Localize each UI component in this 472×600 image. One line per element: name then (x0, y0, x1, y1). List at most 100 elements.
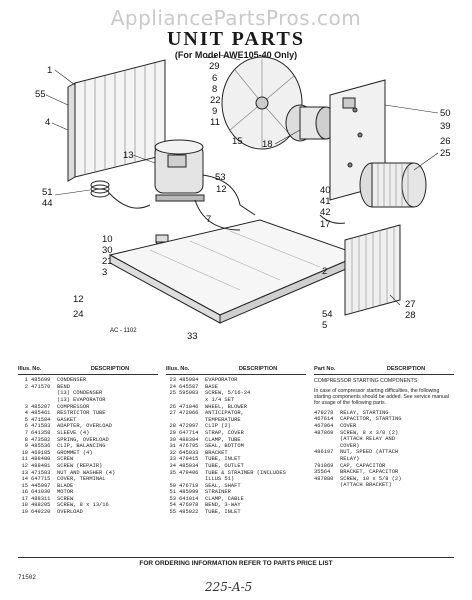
tubing (194, 174, 346, 231)
parts-row: (13) EVAPORATOR (18, 397, 158, 404)
part-number: 479278 (314, 409, 334, 416)
callout-40: 40 (320, 185, 331, 196)
illus-number: 15 (21, 482, 28, 489)
part-number (179, 397, 205, 404)
callout-28: 28 (405, 310, 416, 321)
callout-26: 26 (440, 136, 451, 147)
illus-number: 50 (169, 482, 176, 489)
part-description: (13) CONDENSER (57, 390, 103, 397)
part-description: (ATTACH RELAY AND (340, 436, 395, 443)
part-number: 479406 (179, 469, 199, 476)
compressor (154, 139, 205, 202)
callout-12b: 12 (73, 294, 84, 305)
part-number: 488311 (31, 495, 51, 502)
condenser (67, 59, 166, 182)
illus-number: 32 (169, 449, 176, 456)
callout-39: 39 (440, 121, 451, 132)
illus-number: 18 (21, 502, 28, 509)
part-description: TUBE, INLET (205, 456, 241, 463)
part-number: 467614 (314, 416, 334, 423)
illus-number: 14 (21, 476, 28, 483)
illus-number (166, 476, 176, 483)
illus-number: 26 (169, 403, 176, 410)
part-description: SCREW, 5/16-24 (205, 390, 251, 397)
part-number: 647714 (179, 429, 199, 436)
callout-22: 22 (210, 95, 221, 106)
parts-row: ILLUS 51) (166, 476, 306, 483)
part-description: COVER (340, 423, 357, 430)
part-number: 641358 (31, 429, 51, 436)
illus-number: 17 (21, 495, 28, 502)
parts-row: RELAY) (314, 456, 454, 463)
illus-number: 31 (169, 443, 176, 450)
part-number: 486197 (314, 449, 334, 456)
part-description: STRAP, COVER (205, 429, 244, 436)
parts-row: (ATTACH RELAY AND (314, 436, 454, 443)
part-number: 471583 (31, 469, 51, 476)
column-1-header-illus: Illus. No. (18, 366, 42, 372)
part-number: 35564 (314, 469, 331, 476)
callout-42: 42 (320, 207, 331, 218)
part-number (314, 482, 340, 489)
illus-number: 6 (24, 423, 28, 430)
parts-column-3: Part No. DESCRIPTION COMPRESSOR STARTING… (314, 366, 454, 489)
callout-27: 27 (405, 299, 416, 310)
illus-number: 55 (169, 509, 176, 516)
part-description: ANTICIPATOR, (205, 410, 244, 417)
part-description: ILLUS 51) (205, 476, 235, 483)
column-2-header-illus: Illus. No. (166, 366, 190, 372)
part-description: WHEEL, BLOWER (205, 403, 248, 410)
part-description: (ATTACH BRACKET) (340, 482, 392, 489)
callout-12: 12 (216, 184, 227, 195)
part-number (179, 476, 205, 483)
parts-row: (ATTACH BRACKET) (314, 482, 454, 489)
illus-number (166, 417, 176, 424)
part-description: SCREW (57, 495, 74, 502)
page-code: 71502 (18, 574, 37, 581)
callout-18: 18 (262, 139, 273, 150)
part-number: 488481 (31, 462, 51, 469)
callout-2: 2 (322, 266, 327, 277)
part-number: 487880 (314, 475, 334, 482)
part-number: 471584 (31, 416, 51, 423)
part-description: COMPRESSOR (57, 403, 90, 410)
callout-24: 24 (73, 309, 84, 320)
callout-17: 17 (320, 219, 331, 230)
illus-number: 54 (169, 502, 176, 509)
illus-number: 9 (24, 443, 28, 450)
part-description: SCREW (REPAIR) (57, 462, 103, 469)
part-number: 487869 (314, 429, 334, 436)
part-number: 645033 (179, 449, 199, 456)
illus-number: 27 (169, 410, 176, 417)
callout-9: 9 (212, 106, 217, 117)
part-description: SLEEVE (4) (57, 429, 90, 436)
part-description: SEAL, SHAFT (205, 482, 241, 489)
callout-10b: 10 (206, 55, 217, 61)
parts-row: (13) CONDENSER (18, 390, 158, 397)
page-subtitle: (For Model AWE105-40 Only) (174, 50, 298, 60)
illus-number: 13 (21, 469, 28, 476)
handwritten-note: 225-A-5 (205, 580, 253, 594)
part-description: COVER, TERMINAL (57, 476, 106, 483)
illus-number: 24 (169, 383, 176, 390)
part-description: RESTRICTOR TUBE (57, 410, 106, 417)
part-number: 645587 (179, 383, 199, 390)
part-description: CAPACITOR, STARTING (340, 416, 402, 423)
